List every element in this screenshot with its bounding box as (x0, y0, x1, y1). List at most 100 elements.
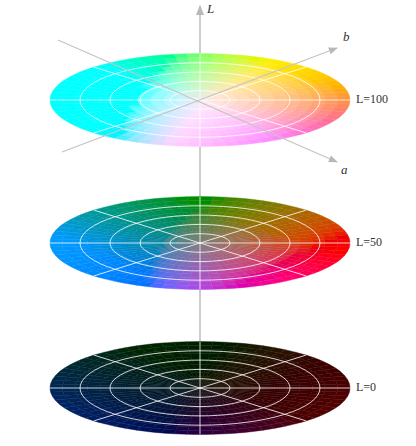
color-cell (163, 101, 176, 103)
color-cell (51, 380, 65, 384)
color-cell (337, 239, 350, 243)
color-cell (207, 411, 216, 415)
color-cell (174, 430, 188, 434)
color-cell (200, 208, 210, 212)
color-cell (185, 216, 194, 220)
color-cell (335, 380, 349, 384)
color-cell (212, 385, 224, 387)
color-cell (187, 430, 200, 434)
color-cell (200, 274, 210, 278)
color-cell (190, 353, 200, 357)
color-cell (337, 243, 350, 247)
color-cell (190, 208, 200, 212)
color-cell (163, 385, 176, 387)
color-cell (200, 353, 210, 357)
color-cell (325, 388, 338, 392)
color-cell (298, 237, 312, 240)
color-cell (51, 235, 65, 239)
color-cell (333, 231, 348, 236)
grid-spoke (94, 355, 306, 421)
color-cell (192, 361, 200, 365)
color-cell (188, 345, 200, 349)
color-cell (224, 101, 237, 103)
color-cell (63, 388, 76, 392)
color-cell (75, 240, 88, 243)
color-cell (312, 243, 325, 246)
color-cell (163, 101, 176, 102)
color-cell (311, 381, 325, 385)
color-cell (163, 389, 176, 391)
grid-spoke (94, 210, 306, 276)
color-cell (224, 284, 239, 289)
color-cell (174, 342, 188, 346)
color-cell (337, 388, 350, 392)
color-cell (224, 385, 237, 387)
color-cell (335, 392, 349, 396)
color-cell (200, 200, 212, 204)
color-cell (311, 236, 325, 240)
color-cell (175, 101, 188, 102)
color-cell (225, 101, 238, 102)
color-cell (192, 216, 200, 220)
color-cell (51, 392, 65, 396)
color-cell (196, 373, 200, 377)
color-cell (163, 241, 176, 242)
color-cell (63, 384, 76, 388)
color-cell (325, 243, 338, 247)
color-cell (211, 281, 224, 285)
color-cell (50, 239, 63, 243)
color-cell (200, 407, 207, 411)
color-cell (212, 430, 226, 434)
color-cell (75, 246, 89, 250)
color-cell (176, 101, 188, 103)
color-cell (323, 381, 337, 385)
color-cell (164, 102, 177, 104)
color-cell (211, 426, 224, 430)
color-cell (187, 197, 200, 201)
color-cell (50, 384, 63, 388)
color-cell (207, 266, 216, 270)
color-cell (235, 238, 248, 240)
color-cell (200, 411, 208, 415)
color-cell (223, 96, 236, 98)
color-cell (161, 197, 176, 202)
color-cell (113, 245, 126, 248)
color-cell (75, 243, 88, 246)
color-cell (161, 342, 176, 347)
color-cell (63, 239, 76, 243)
color-cell (224, 244, 237, 246)
color-cell (176, 201, 189, 205)
color-cell (190, 419, 200, 423)
color-cell (163, 386, 176, 387)
color-cell (212, 97, 224, 99)
color-cell (212, 197, 226, 201)
color-cell (223, 384, 236, 386)
color-cell (163, 389, 176, 390)
color-cell (224, 389, 237, 391)
color-cell (63, 243, 76, 247)
color-cell (200, 255, 204, 259)
color-cell (212, 285, 226, 289)
color-cell (312, 240, 325, 243)
color-cell (164, 390, 177, 392)
color-cell (176, 389, 188, 391)
color-cell (196, 228, 200, 232)
color-cell (63, 246, 77, 250)
color-cell (188, 427, 200, 431)
color-cell (224, 429, 239, 434)
color-cell (163, 244, 176, 246)
color-cell (224, 240, 237, 242)
color-cell (50, 243, 63, 247)
color-cell (174, 197, 188, 201)
color-cell (325, 384, 338, 388)
color-cell (187, 285, 200, 289)
color-cell (212, 342, 226, 346)
color-cell (113, 390, 126, 393)
color-cell (185, 361, 194, 365)
color-cell (176, 346, 189, 350)
color-cell (335, 235, 349, 239)
color-cell (274, 383, 287, 386)
color-cell (51, 247, 65, 251)
